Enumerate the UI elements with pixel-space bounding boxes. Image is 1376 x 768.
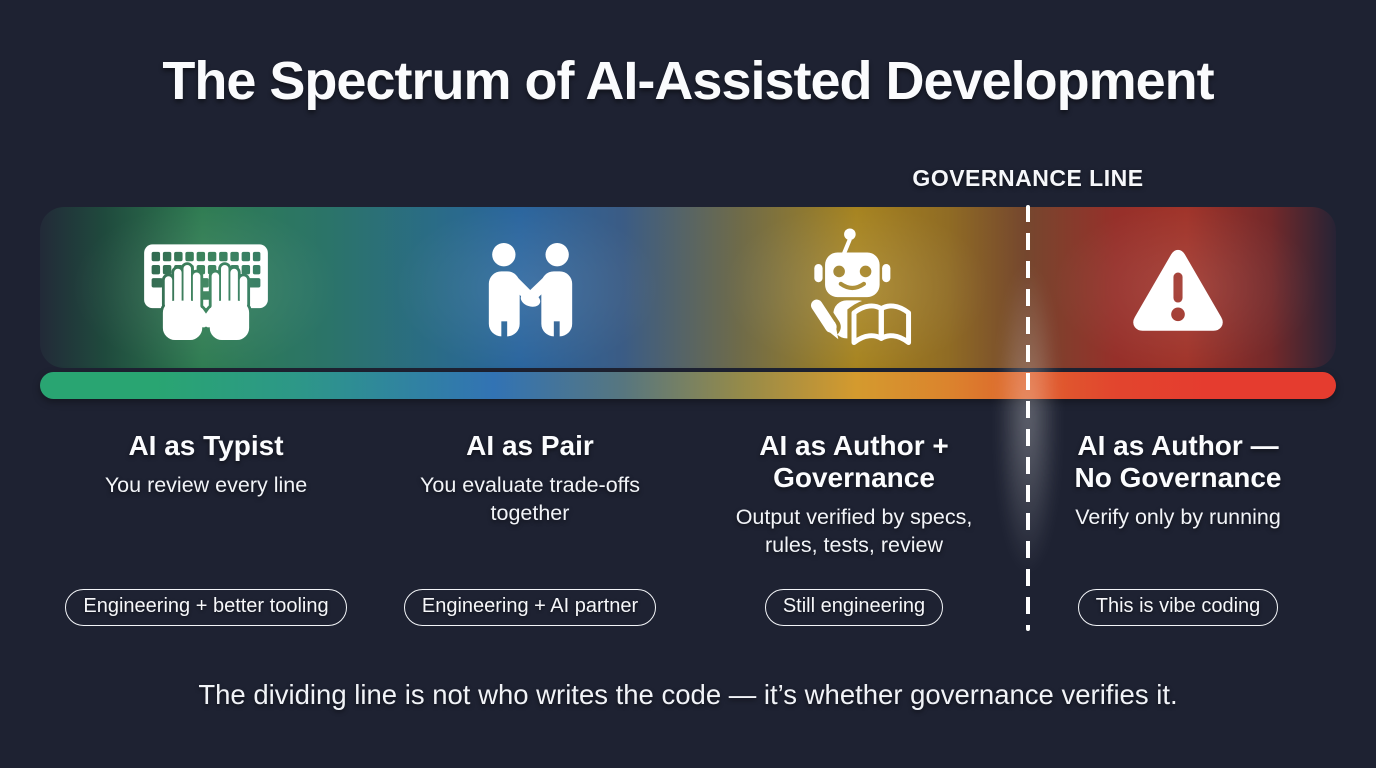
- governance-line-label: GOVERNANCE LINE: [912, 165, 1144, 191]
- column-description: You review every line: [104, 473, 308, 498]
- icon-row: [44, 207, 1340, 368]
- column-description: Verify only by running: [1075, 505, 1281, 530]
- footer-tagline: The dividing line is not who writes the …: [198, 679, 1178, 710]
- column-pair-icon-cell: [368, 207, 692, 368]
- column-no-governance-icon-cell: [1016, 207, 1340, 368]
- labels-row: AI as Typist You review every line AI as…: [44, 430, 1340, 560]
- badge-typist: Engineering + better tooling: [65, 589, 347, 626]
- column-description: Output verified by specs, rules, tests, …: [735, 505, 973, 558]
- column-description: You evaluate trade-offs together: [420, 473, 640, 526]
- column-typist: AI as Typist You review every line: [44, 430, 368, 500]
- column-author-governance-icon-cell: [692, 207, 1016, 368]
- spectrum-gradient-bar: [40, 372, 1336, 399]
- badge-no-governance: This is vibe coding: [1077, 589, 1279, 626]
- badge-cell-author-governance: Still engineering: [692, 589, 1016, 626]
- badge-pair: Engineering + AI partner: [403, 589, 657, 626]
- column-typist-icon-cell: [44, 207, 368, 368]
- page-title: The Spectrum of AI-Assisted Development: [162, 51, 1214, 111]
- badge-author-governance: Still engineering: [764, 589, 944, 626]
- robot-writer-icon: [811, 227, 912, 345]
- column-pair: AI as Pair You evaluate trade-offs toget…: [368, 430, 692, 528]
- column-heading: AI as Author — No Governance: [1074, 430, 1282, 494]
- handshake-icon: [488, 242, 572, 336]
- warning-triangle-icon: [1133, 249, 1223, 331]
- column-heading: AI as Author + Governance: [759, 430, 949, 494]
- badge-cell-no-governance: This is vibe coding: [1016, 589, 1340, 626]
- column-heading: AI as Typist: [128, 430, 284, 461]
- badge-cell-typist: Engineering + better tooling: [44, 589, 368, 626]
- keyboard-hands-icon: [144, 244, 268, 340]
- badge-cell-pair: Engineering + AI partner: [368, 589, 692, 626]
- badges-row: Engineering + better tooling Engineering…: [44, 589, 1340, 626]
- column-no-governance: AI as Author — No Governance Verify only…: [1016, 430, 1340, 532]
- column-heading: AI as Pair: [466, 430, 594, 461]
- column-author-governance: AI as Author + Governance Output verifie…: [692, 430, 1016, 560]
- governance-dashed-line: [1026, 205, 1030, 631]
